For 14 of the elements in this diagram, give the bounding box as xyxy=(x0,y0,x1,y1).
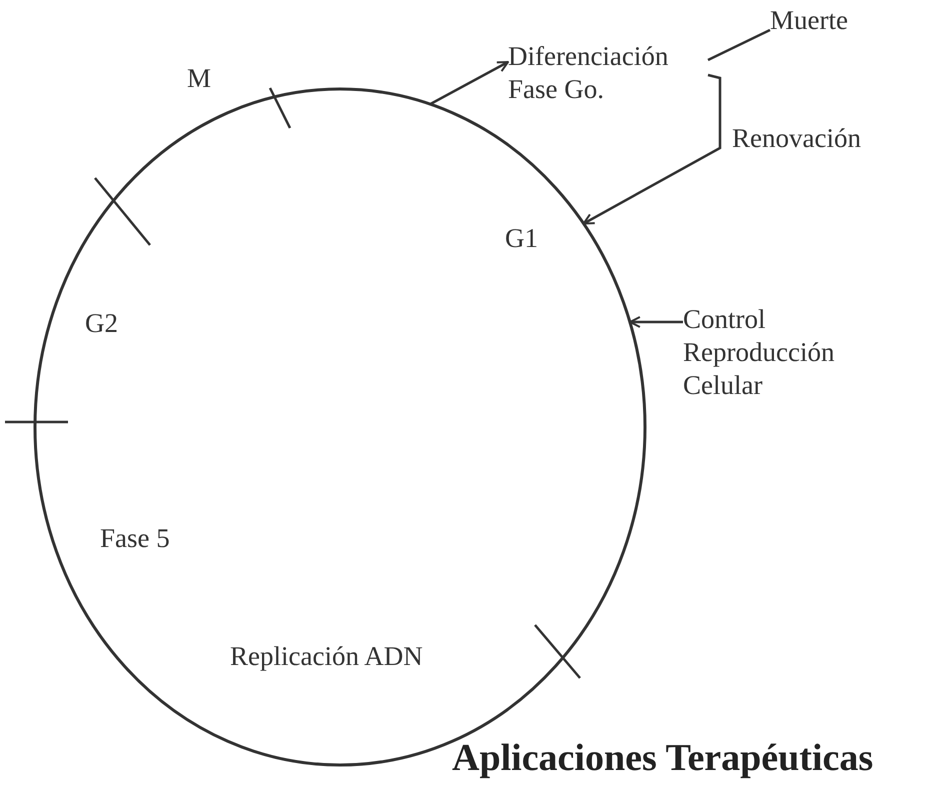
arrow xyxy=(628,316,683,328)
connector-line xyxy=(707,28,771,62)
arrow xyxy=(582,74,722,225)
stage-label: Control Reproducción Celular xyxy=(683,303,873,402)
phase-label: Replicación ADN xyxy=(230,640,423,673)
caption: Aplicaciones Terapéuticas xyxy=(452,736,874,781)
phase-label: G2 xyxy=(85,307,118,340)
edge-label: Renovación xyxy=(732,122,861,155)
arrow xyxy=(430,60,509,106)
phase-label: G1 xyxy=(505,222,538,255)
phase-label: Fase 5 xyxy=(100,522,170,555)
stage-label: Diferenciación Fase Go. xyxy=(508,40,708,106)
stage-label: Muerte xyxy=(770,4,848,37)
phase-label: M xyxy=(187,62,212,95)
